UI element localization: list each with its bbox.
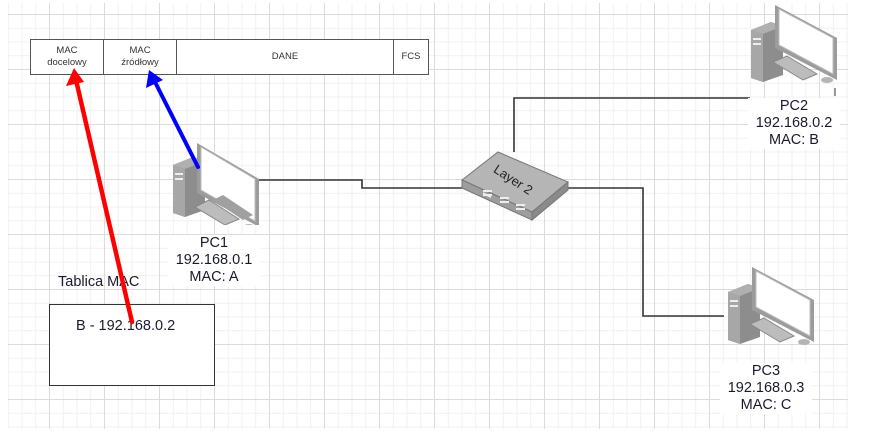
mac-table: B - 192.168.0.2 xyxy=(49,304,215,386)
pc3-computer-icon[interactable] xyxy=(720,262,820,352)
layer2-switch[interactable]: Layer 2 xyxy=(461,151,569,222)
field-label: DANE xyxy=(271,51,299,62)
host-name: PC2 xyxy=(779,98,809,114)
field-label: MAC xyxy=(129,45,151,56)
frame-field-data: DANE xyxy=(177,40,394,74)
field-label: FCS xyxy=(401,51,421,62)
field-label: źródłowy xyxy=(121,57,159,68)
pc2-label: PC2 192.168.0.2 MAC: B xyxy=(748,98,840,149)
field-label: docelowy xyxy=(47,57,87,68)
host-mac: MAC: C xyxy=(740,397,792,413)
host-mac: MAC: A xyxy=(189,269,239,285)
pc3-label: PC3 192.168.0.3 MAC: C xyxy=(720,363,812,414)
mac-table-entry: B - 192.168.0.2 xyxy=(76,318,176,334)
host-ip: 192.168.0.2 xyxy=(755,115,833,131)
link-switch-pc3 xyxy=(563,187,724,317)
host-name: PC1 xyxy=(199,235,229,251)
frame-field-fcs: FCS xyxy=(394,40,428,74)
link-switch-pc2 xyxy=(513,97,750,152)
link-pc1-switch xyxy=(259,179,466,189)
mac-table-title: Tablica MAC xyxy=(58,274,140,290)
host-mac: MAC: B xyxy=(769,132,819,148)
host-ip: 192.168.0.1 xyxy=(175,252,253,268)
pc1-computer-icon[interactable] xyxy=(165,135,265,225)
host-name: PC3 xyxy=(751,363,781,379)
pc2-computer-icon[interactable] xyxy=(743,0,843,90)
field-label: MAC xyxy=(56,45,78,56)
pc1-label: PC1 192.168.0.1 MAC: A xyxy=(168,235,260,286)
host-ip: 192.168.0.3 xyxy=(727,380,805,396)
